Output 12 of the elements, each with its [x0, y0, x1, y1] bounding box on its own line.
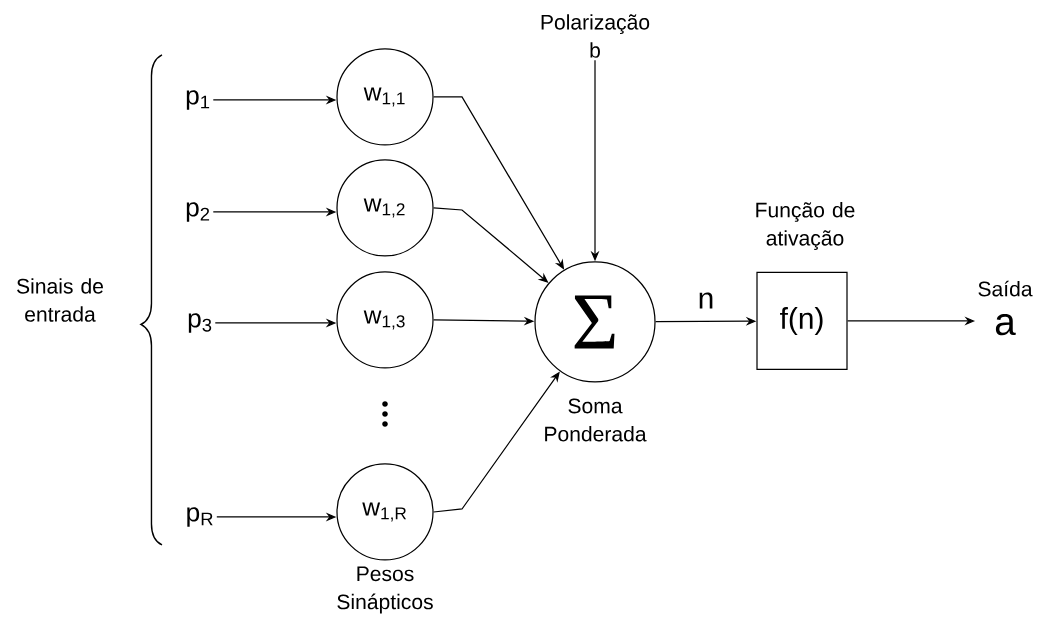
node-label: Função de ativação — [756, 202, 855, 250]
input-label: p$_{1}$ — [186, 90, 210, 110]
input-label: p$_{3}$ — [188, 313, 212, 333]
label: Sinais de entrada — [17, 278, 103, 322]
input-label: p$_{2}$ — [186, 202, 210, 222]
output-label: Saída a — [978, 280, 1033, 336]
arrow — [433, 207, 549, 283]
input-label: p$_{R}$ — [187, 507, 213, 527]
node-label: Soma Ponderada — [545, 398, 647, 442]
bias-label: Polarização b — [541, 14, 650, 58]
activation-box: f(n) — [756, 271, 848, 371]
edge-label: n — [699, 292, 713, 309]
